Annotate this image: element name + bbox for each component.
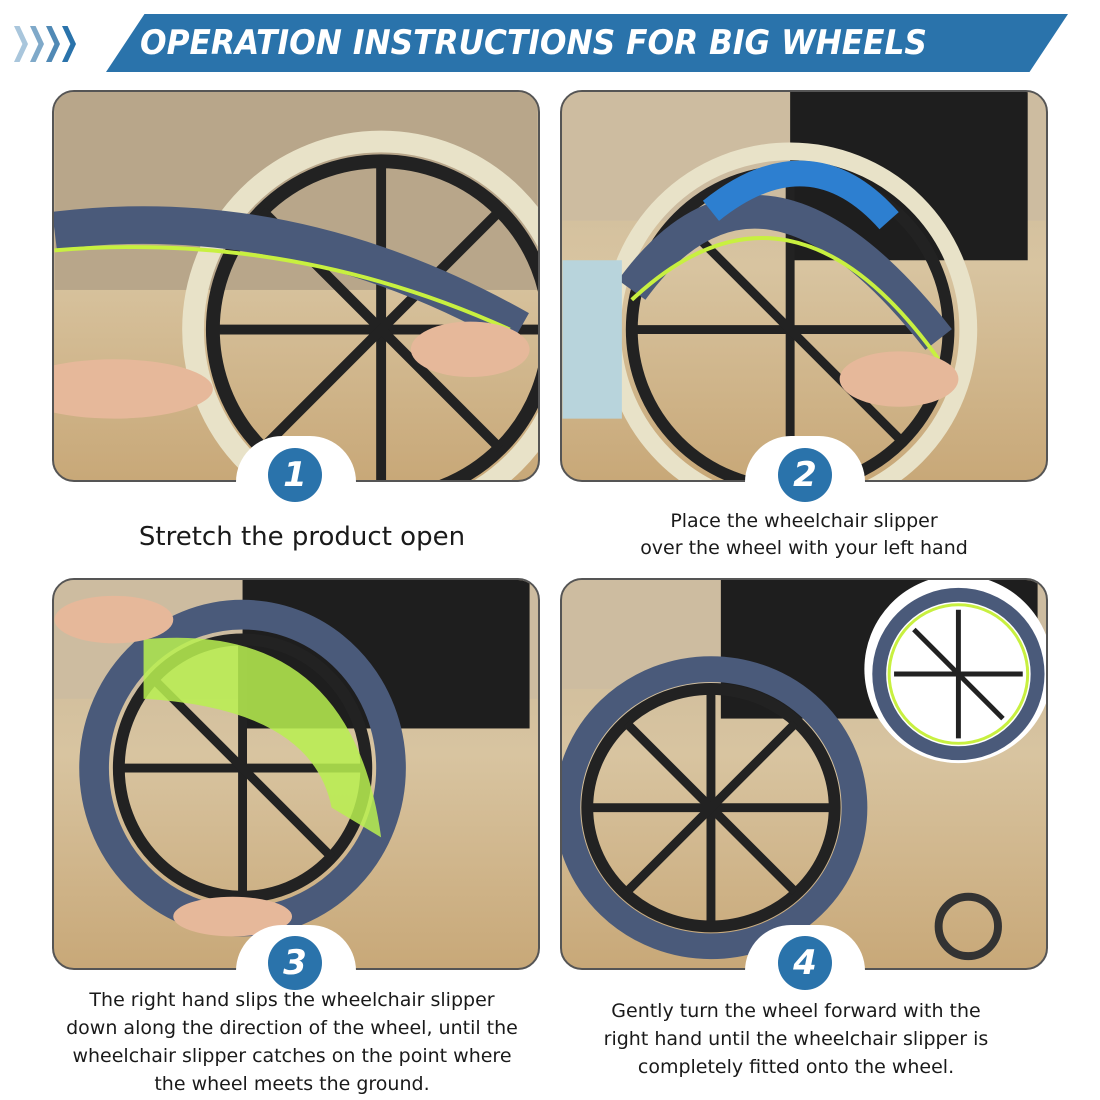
step-3-caption: The right hand slips the wheelchair slip… bbox=[42, 986, 542, 1098]
caption-line: wheelchair slipper catches on the point … bbox=[72, 1045, 512, 1067]
step-1-badge: 1 bbox=[268, 448, 322, 502]
caption-line: Gently turn the wheel forward with the bbox=[611, 1000, 981, 1022]
caption-line: the wheel meets the ground. bbox=[154, 1073, 430, 1095]
caption-line: over the wheel with your left hand bbox=[640, 537, 968, 559]
chevron-arrows-icon bbox=[14, 26, 76, 62]
caption-line: down along the direction of the wheel, u… bbox=[66, 1017, 518, 1039]
caption-line: right hand until the wheelchair slipper … bbox=[603, 1028, 989, 1050]
step-4-photo bbox=[560, 578, 1048, 970]
step-1-photo bbox=[52, 90, 540, 482]
caption-line: The right hand slips the wheelchair slip… bbox=[89, 989, 495, 1011]
step-1-caption: Stretch the product open bbox=[52, 520, 552, 554]
step-4-caption: Gently turn the wheel forward with the r… bbox=[546, 997, 1046, 1081]
step-4-badge: 4 bbox=[778, 936, 832, 990]
caption-line: Place the wheelchair slipper bbox=[670, 510, 938, 532]
step-2-photo bbox=[560, 90, 1048, 482]
step-2-badge: 2 bbox=[778, 448, 832, 502]
title-banner bbox=[106, 14, 1068, 72]
step-3-photo bbox=[52, 578, 540, 970]
page-title: OPERATION INSTRUCTIONS FOR BIG WHEELS bbox=[140, 23, 927, 63]
caption-line: completely fitted onto the wheel. bbox=[637, 1056, 955, 1078]
step-3-badge: 3 bbox=[268, 936, 322, 990]
step-2-caption: Place the wheelchair slipper over the wh… bbox=[554, 508, 1054, 562]
caption-line: Stretch the product open bbox=[138, 522, 466, 552]
